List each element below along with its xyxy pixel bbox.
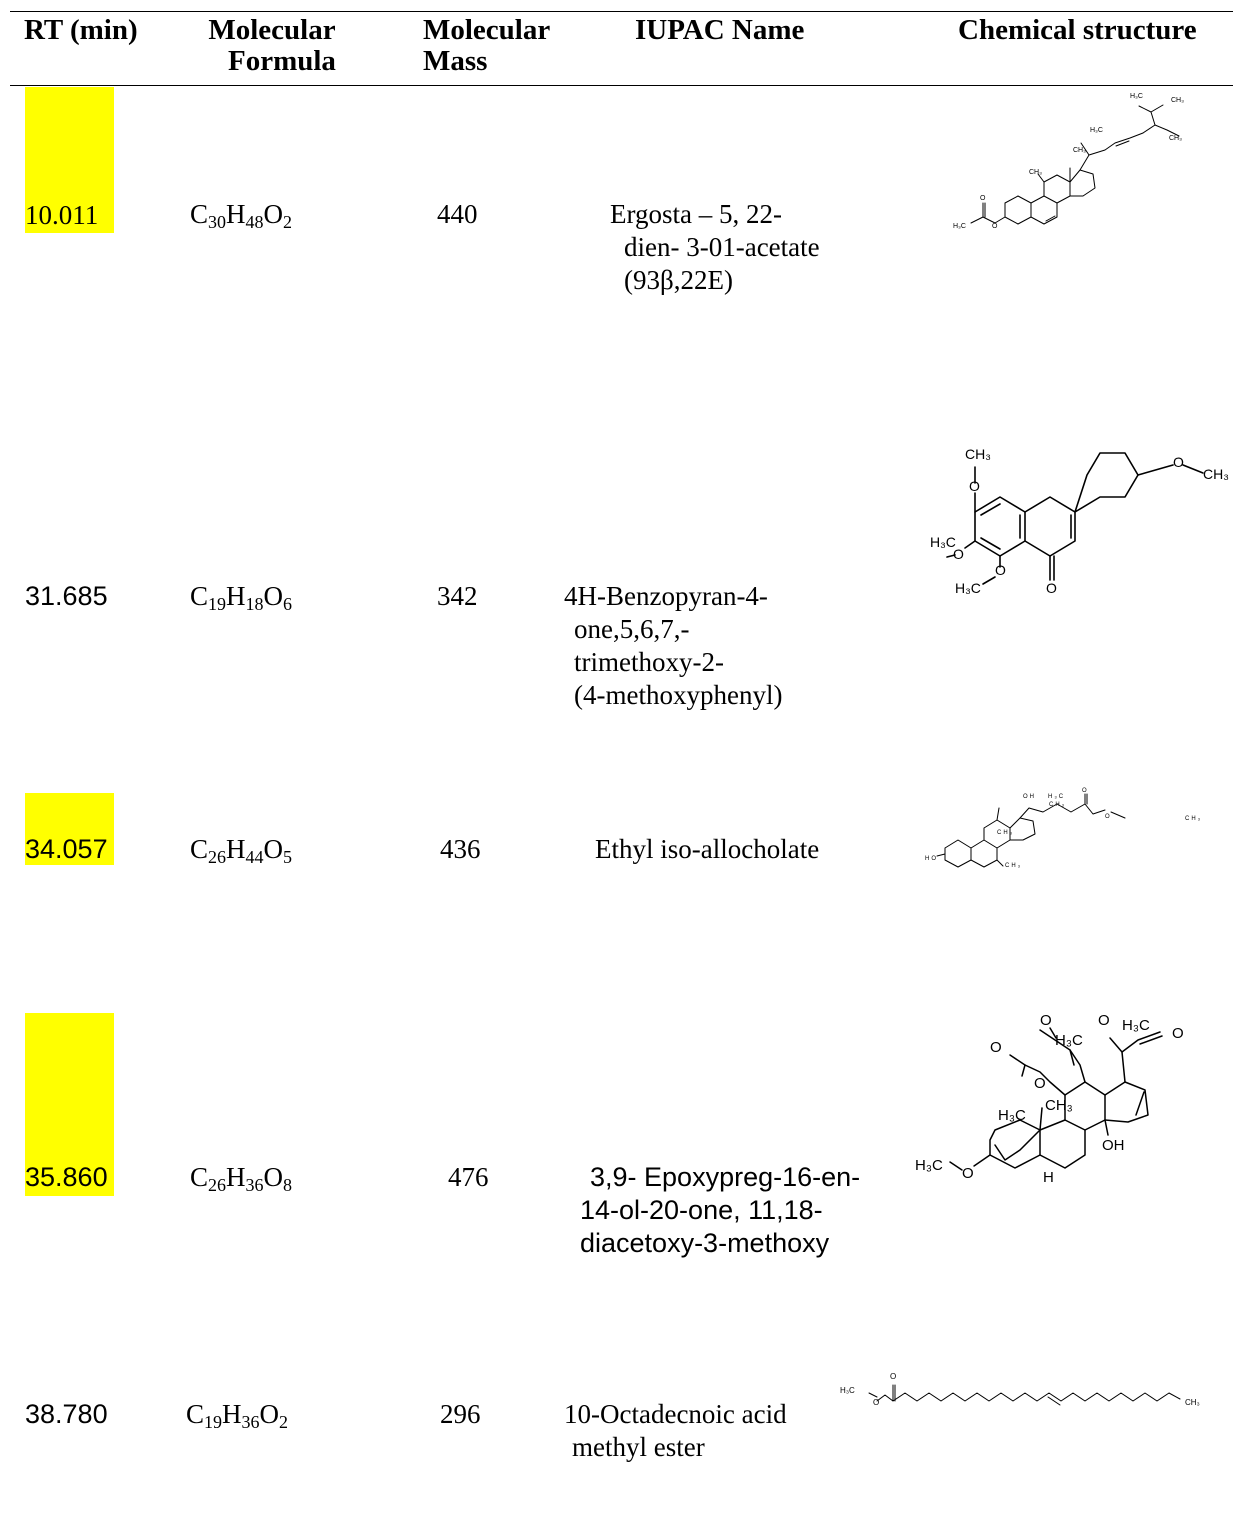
header-iupac: IUPAC Name (635, 14, 805, 46)
svg-text:O: O (953, 546, 964, 562)
iupac-name: Ethyl iso-allocholate (595, 834, 820, 864)
svg-text:OH: OH (1102, 1137, 1125, 1154)
svg-text:CH₃: CH₃ (1171, 97, 1184, 104)
svg-text:OH: OH (1023, 794, 1036, 800)
chemical-structure: O H₃C O CH₃ (840, 1372, 1200, 1407)
svg-text:H₃C: H₃C (953, 223, 966, 230)
molecular-formula: C30H48O2 (190, 199, 293, 232)
svg-text:CH₃: CH₃ (1073, 147, 1086, 154)
header-structure: Chemical structure (958, 14, 1197, 46)
rt-highlight (25, 793, 114, 865)
svg-text:CH₃: CH₃ (1185, 816, 1202, 822)
molecular-formula: C19H36O2 (186, 1399, 289, 1432)
svg-text:O: O (1040, 1012, 1052, 1029)
svg-text:O: O (1098, 1012, 1110, 1029)
svg-text:H₃C: H₃C (1055, 1032, 1083, 1049)
header-formula-line2: Formula (228, 45, 336, 77)
table-top-rule (10, 11, 1233, 12)
header-mass: Molecular Mass (423, 15, 550, 77)
svg-text:H₃C: H₃C (930, 534, 956, 550)
molecular-mass: 436 (440, 834, 481, 864)
svg-text:CH₃: CH₃ (997, 830, 1014, 836)
header-formula: Molecular Formula (208, 15, 336, 77)
svg-text:O: O (890, 1372, 896, 1381)
svg-text:O: O (995, 562, 1006, 578)
header-rt: RT (min) (24, 14, 138, 46)
svg-text:H₃C: H₃C (840, 1386, 855, 1395)
header-mass-line1: Molecular (423, 14, 551, 46)
svg-text:O: O (873, 1398, 879, 1407)
molecular-mass: 440 (437, 199, 478, 229)
svg-text:CH₃: CH₃ (1005, 863, 1022, 869)
molecular-formula: C19H18O6 (190, 581, 293, 614)
svg-text:O: O (1105, 814, 1112, 820)
molecular-mass: 476 (448, 1162, 489, 1192)
header-formula-line1: Molecular (208, 14, 336, 46)
svg-text:H₃C: H₃C (1122, 1017, 1150, 1034)
molecular-mass: 342 (437, 581, 478, 611)
rt-value: 10.011 (25, 200, 99, 230)
svg-text:HO: HO (925, 856, 938, 862)
rt-value: 34.057 (25, 834, 108, 864)
svg-text:O: O (980, 195, 986, 202)
rt-highlight (25, 1013, 114, 1196)
chemical-structure: CH₃ O H₃C O O H₃C O O CH₃ (930, 446, 1229, 596)
svg-text:H₃C: H₃C (998, 1107, 1026, 1124)
svg-text:O: O (1034, 1075, 1046, 1092)
svg-text:H: H (1043, 1169, 1054, 1186)
svg-text:H₃C: H₃C (1048, 794, 1065, 800)
svg-text:CH₃: CH₃ (1185, 1398, 1200, 1407)
svg-text:CH₃: CH₃ (1203, 466, 1229, 482)
svg-text:O: O (969, 478, 980, 494)
molecular-formula: C26H44O5 (190, 834, 293, 867)
svg-text:CH₃: CH₃ (1029, 169, 1042, 176)
chemical-structure: OH H₃C CH₃ CH₃ HO CH₃ O O CH₃ (925, 788, 1202, 869)
chemical-structure: H₃C CH₃ H₃C CH₃ CH₃ CH₃ O H₃C O (953, 93, 1184, 230)
svg-text:O: O (962, 1165, 974, 1182)
molecular-mass: 296 (440, 1399, 481, 1429)
iupac-name: 10-Octadecnoic acid methyl ester (564, 1399, 787, 1462)
rt-value: 31.685 (25, 581, 108, 611)
iupac-name: Ergosta – 5, 22- dien- 3-01-acetate (93β… (610, 199, 820, 295)
svg-text:O: O (1173, 454, 1184, 470)
svg-text:H₃C: H₃C (955, 580, 981, 596)
header-bottom-rule (10, 85, 1233, 86)
svg-text:CH₃: CH₃ (965, 446, 991, 462)
svg-text:O: O (990, 1039, 1002, 1056)
rt-value: 35.860 (25, 1162, 108, 1192)
svg-text:O: O (1082, 788, 1089, 794)
svg-text:CH₃: CH₃ (1049, 802, 1066, 808)
svg-text:CH₃: CH₃ (1045, 1097, 1073, 1114)
svg-text:H₃C: H₃C (1130, 93, 1143, 100)
rt-highlight (25, 87, 114, 233)
chemical-structure: O O H₃C O H₃C O H₃C CH₃ O OH H₃C O H (915, 1012, 1184, 1186)
svg-text:H₃C: H₃C (1090, 127, 1103, 134)
svg-text:CH₃: CH₃ (1169, 135, 1182, 142)
svg-text:O: O (1172, 1025, 1184, 1042)
iupac-name: 4H-Benzopyran-4- one,5,6,7,- trimethoxy-… (564, 581, 783, 710)
iupac-name: 3,9- Epoxypreg-16-en- 14-ol-20-one, 11,1… (580, 1162, 861, 1258)
svg-text:H₃C: H₃C (915, 1157, 943, 1174)
rt-value: 38.780 (25, 1399, 108, 1429)
molecular-formula: C26H36O8 (190, 1162, 293, 1195)
svg-text:O: O (992, 223, 998, 230)
header-mass-line2: Mass (423, 45, 488, 77)
svg-text:O: O (1046, 580, 1057, 596)
